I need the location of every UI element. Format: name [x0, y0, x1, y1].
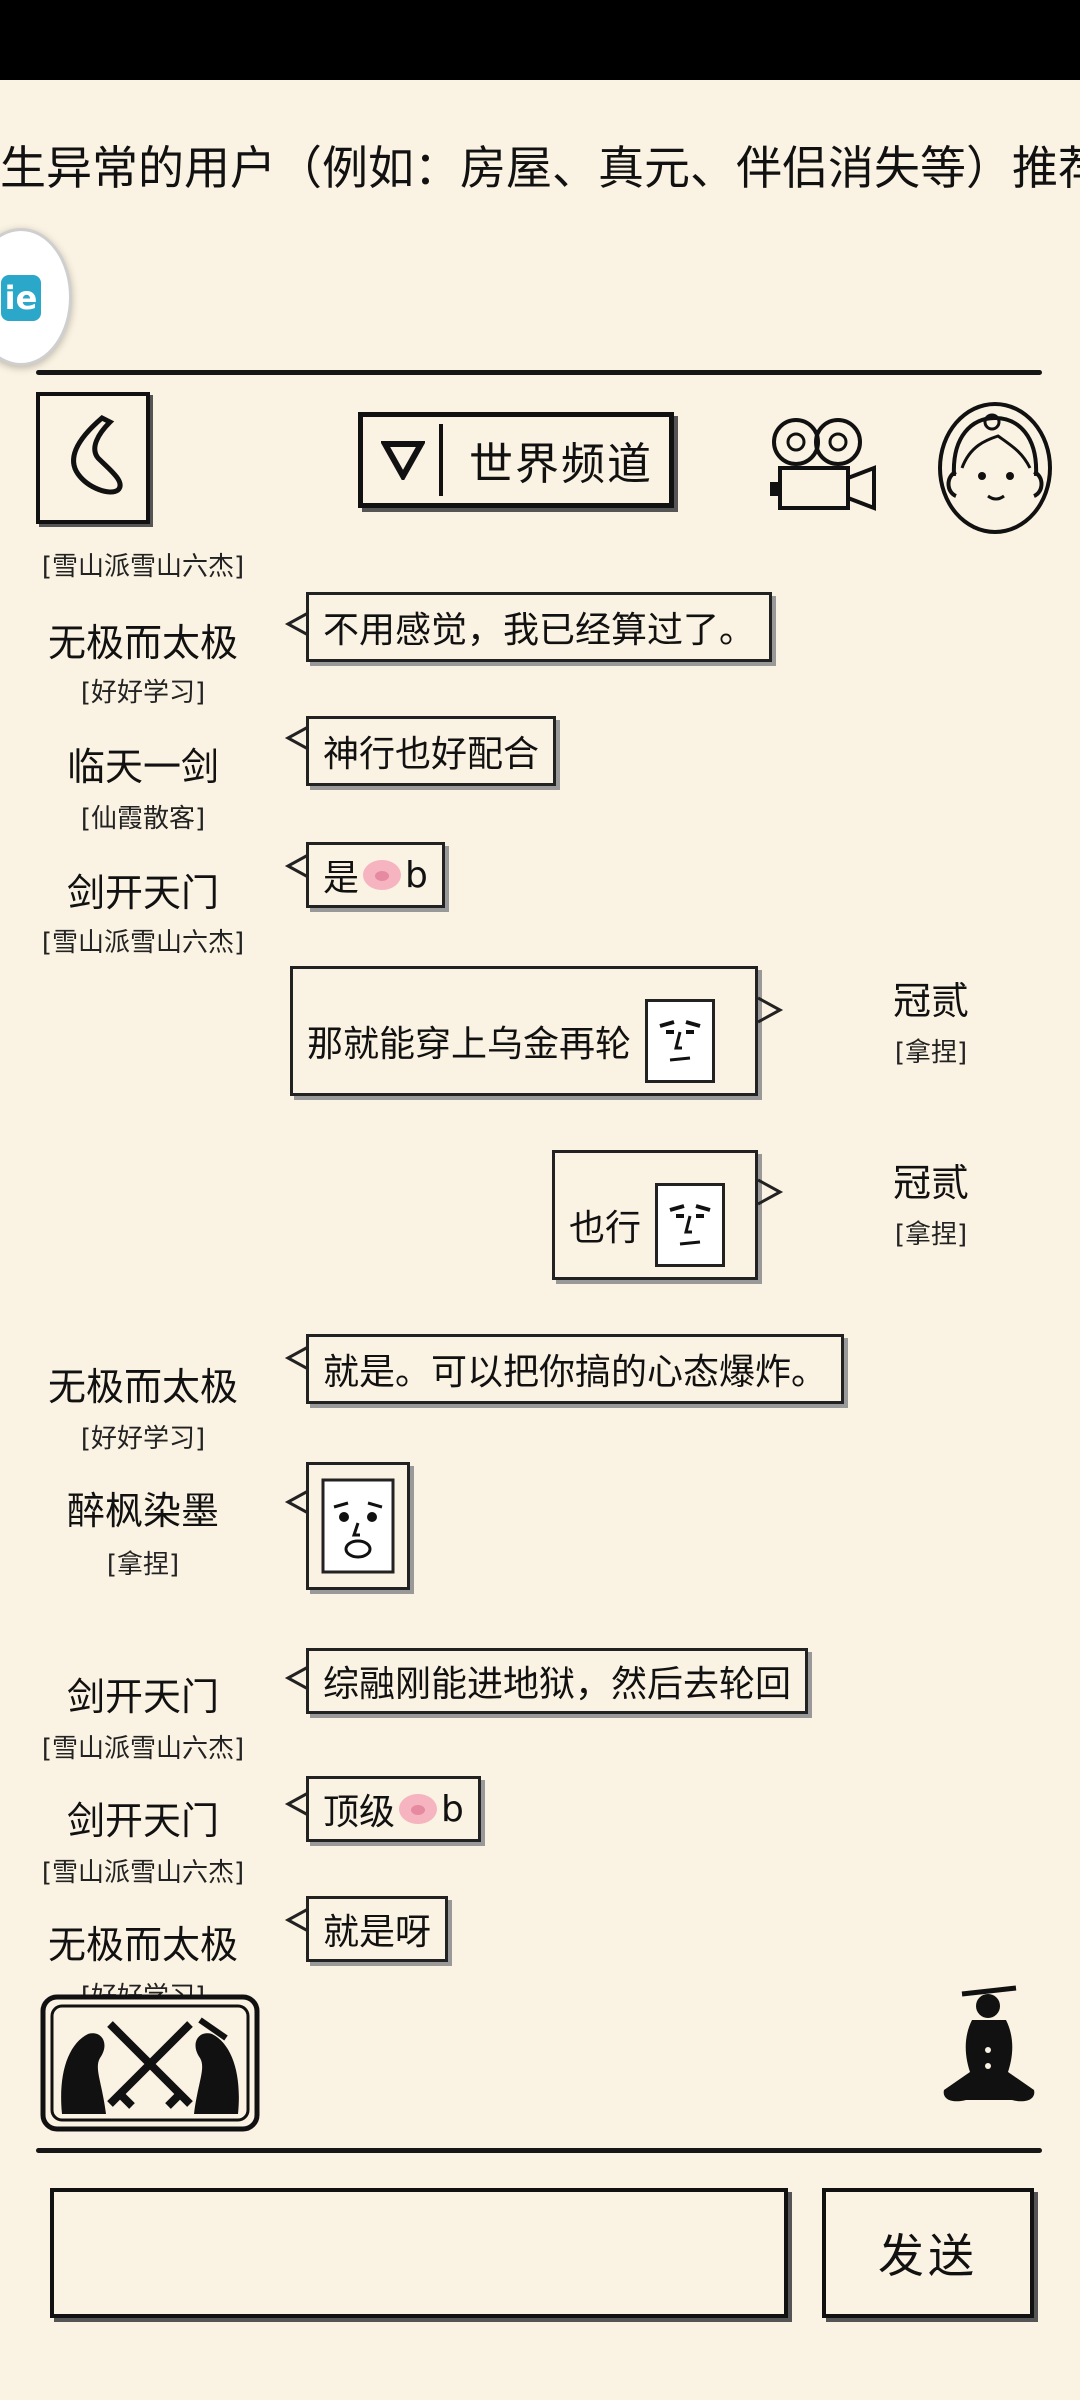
- bubble-tail: [284, 1790, 310, 1818]
- message-sender-name[interactable]: 剑开天门: [66, 1799, 219, 1843]
- bottom-divider: [36, 2148, 1042, 2153]
- chat-bubble[interactable]: 神行也好配合: [306, 716, 557, 786]
- meditation-figure-icon[interactable]: [936, 1980, 1042, 2110]
- surprised-face-sticker-icon: [321, 1478, 395, 1574]
- previous-sender-tag: [雪山派雪山六杰]: [41, 552, 245, 582]
- message-text: 顶级: [323, 1792, 396, 1833]
- message-text: 综融刚能进地狱，然后去轮回: [323, 1664, 792, 1705]
- floating-app-button[interactable]: ie: [0, 228, 72, 366]
- chat-bubble[interactable]: [306, 1462, 410, 1590]
- message-sender-tag: [好好学习]: [80, 1424, 206, 1454]
- bubble-tail: [284, 1906, 310, 1934]
- camera-icon[interactable]: [766, 412, 882, 522]
- status-bar: [0, 0, 1080, 80]
- message-sender-name[interactable]: 冠贰: [892, 1161, 969, 1205]
- chat-bubble[interactable]: 综融刚能进地狱，然后去轮回: [306, 1648, 809, 1714]
- message-text-suffix: b: [405, 854, 428, 896]
- avatar[interactable]: [938, 402, 1052, 534]
- dropdown-triangle-icon: [367, 424, 443, 496]
- message-sender-tag: [拿捏]: [894, 1220, 968, 1250]
- bubble-tail: [284, 610, 310, 638]
- message-text: 就是呀: [323, 1912, 432, 1953]
- message-text: 神行也好配合: [323, 734, 540, 775]
- chat-input[interactable]: [50, 2188, 788, 2318]
- channel-label: 世界频道: [469, 439, 653, 490]
- message-sender-name[interactable]: 无极而太极: [47, 1365, 238, 1409]
- chat-bubble[interactable]: 就是。可以把你搞的心态爆炸。: [306, 1334, 845, 1404]
- bubble-tail: [284, 724, 310, 752]
- message-sender-name[interactable]: 无极而太极: [47, 621, 238, 665]
- bubble-tail: [284, 1488, 310, 1516]
- message-sender-name[interactable]: 剑开天门: [66, 871, 219, 915]
- back-button[interactable]: [36, 392, 150, 524]
- chat-bubble[interactable]: 那就能穿上乌金再轮: [290, 966, 758, 1096]
- message-sender-tag: [好好学习]: [80, 678, 206, 708]
- chat-bubble[interactable]: 也行: [552, 1150, 758, 1280]
- message-sender-tag: [拿捏]: [106, 1550, 180, 1580]
- bubble-tail: [758, 996, 784, 1024]
- face-sticker-icon: [645, 999, 716, 1083]
- message-sender-tag: [仙霞散客]: [80, 804, 206, 834]
- bubble-tail: [284, 1344, 310, 1372]
- message-text: 不用感觉，我已经算过了。: [323, 610, 756, 651]
- bubble-tail: [284, 852, 310, 880]
- message-text: 是: [323, 858, 360, 899]
- bubble-tail: [758, 1178, 784, 1206]
- message-sender-name[interactable]: 剑开天门: [66, 1675, 219, 1719]
- pig-emoji-icon: [363, 860, 402, 890]
- send-button[interactable]: 发送: [822, 2188, 1034, 2318]
- bubble-tail: [284, 1664, 310, 1692]
- chat-bubble[interactable]: 就是呀: [306, 1896, 449, 1962]
- message-text-suffix: b: [441, 1788, 464, 1830]
- message-sender-tag: [好好学习]: [28, 1976, 258, 1996]
- message-sender-name[interactable]: 醉枫染墨: [66, 1489, 219, 1533]
- message-sender-name[interactable]: 临天一剑: [66, 745, 219, 789]
- chat-bubble[interactable]: 是 b: [306, 842, 445, 908]
- message-sender-name[interactable]: 冠贰: [892, 979, 969, 1023]
- message-sender-tag: [拿捏]: [894, 1038, 968, 1068]
- message-sender-name[interactable]: 无极而太极: [47, 1923, 238, 1967]
- top-divider: [36, 370, 1042, 375]
- back-arrow-icon: [71, 415, 123, 495]
- message-text: 也行: [569, 1208, 642, 1249]
- chat-bubble[interactable]: 不用感觉，我已经算过了。: [306, 592, 773, 662]
- message-sender-tag: [雪山派雪山六杰]: [41, 1858, 245, 1888]
- pig-emoji-icon: [399, 1794, 438, 1824]
- app-badge: ie: [1, 275, 41, 321]
- announcement-ticker: 生异常的用户（例如：房屋、真元、伴侣消失等）推荐: [0, 141, 1080, 195]
- channel-selector[interactable]: 世界频道: [358, 412, 674, 508]
- message-sender-tag: [雪山派雪山六杰]: [41, 928, 245, 958]
- face-sticker-icon: [655, 1183, 726, 1267]
- message-sender-tag: [雪山派雪山六杰]: [41, 1734, 245, 1764]
- pk-duel-icon[interactable]: [40, 1994, 260, 2132]
- chat-bubble[interactable]: 顶级 b: [306, 1776, 481, 1842]
- message-text: 就是。可以把你搞的心态爆炸。: [323, 1352, 828, 1393]
- message-text: 那就能穿上乌金再轮: [307, 1024, 632, 1065]
